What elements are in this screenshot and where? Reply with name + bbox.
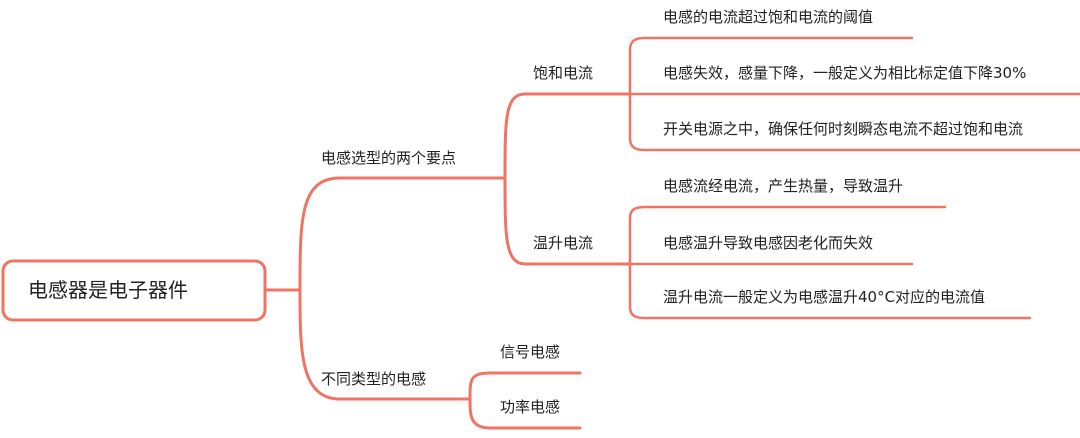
connector-saturation-child-3 <box>628 92 1080 152</box>
leaf-saturation-failure[interactable]: 电感失效，感量下降，一般定义为相比标定值下降30% <box>663 64 1026 82</box>
node-label-signal-inductor[interactable]: 信号电感 <box>500 343 560 361</box>
connector-selection-to-temperature <box>503 176 632 266</box>
leaf-saturation-transient[interactable]: 开关电源之中，确保任何时刻瞬态电流不超过饱和电流 <box>663 120 1023 138</box>
connectors <box>264 92 632 430</box>
connector-root-to-types <box>264 288 472 401</box>
root-node[interactable]: 电感器是电子器件 <box>1 259 267 322</box>
leaf-temperature-heat[interactable]: 电感流经电流，产生热量，导致温升 <box>663 177 903 195</box>
branch-label-inductor-types[interactable]: 不同类型的电感 <box>321 370 426 388</box>
connector-temperature-child-3 <box>628 262 1032 320</box>
connector-types-to-signal <box>468 371 582 401</box>
leaf-temperature-aging[interactable]: 电感温升导致电感因老化而失效 <box>663 234 873 252</box>
root-node-box <box>1 259 267 322</box>
leaf-saturation-threshold[interactable]: 电感的电流超过饱和电流的阈值 <box>663 8 873 26</box>
node-label-power-inductor[interactable]: 功率电感 <box>500 398 560 416</box>
node-label-temperature-rise-current[interactable]: 温升电流 <box>533 234 593 252</box>
connectors-thin <box>628 36 1080 320</box>
branch-label-inductor-selection[interactable]: 电感选型的两个要点 <box>321 149 456 167</box>
connector-selection-to-saturation <box>503 92 632 180</box>
connector-types-to-power <box>468 397 582 430</box>
connector-root-to-selection <box>264 176 507 292</box>
leaf-temperature-definition[interactable]: 温升电流一般定义为电感温升40°C对应的电流值 <box>663 288 985 306</box>
connector-temperature-child-1 <box>628 205 947 266</box>
connector-saturation-child-1 <box>628 36 914 96</box>
node-label-saturation-current[interactable]: 饱和电流 <box>533 64 593 82</box>
root-node-label: 电感器是电子器件 <box>28 278 188 302</box>
